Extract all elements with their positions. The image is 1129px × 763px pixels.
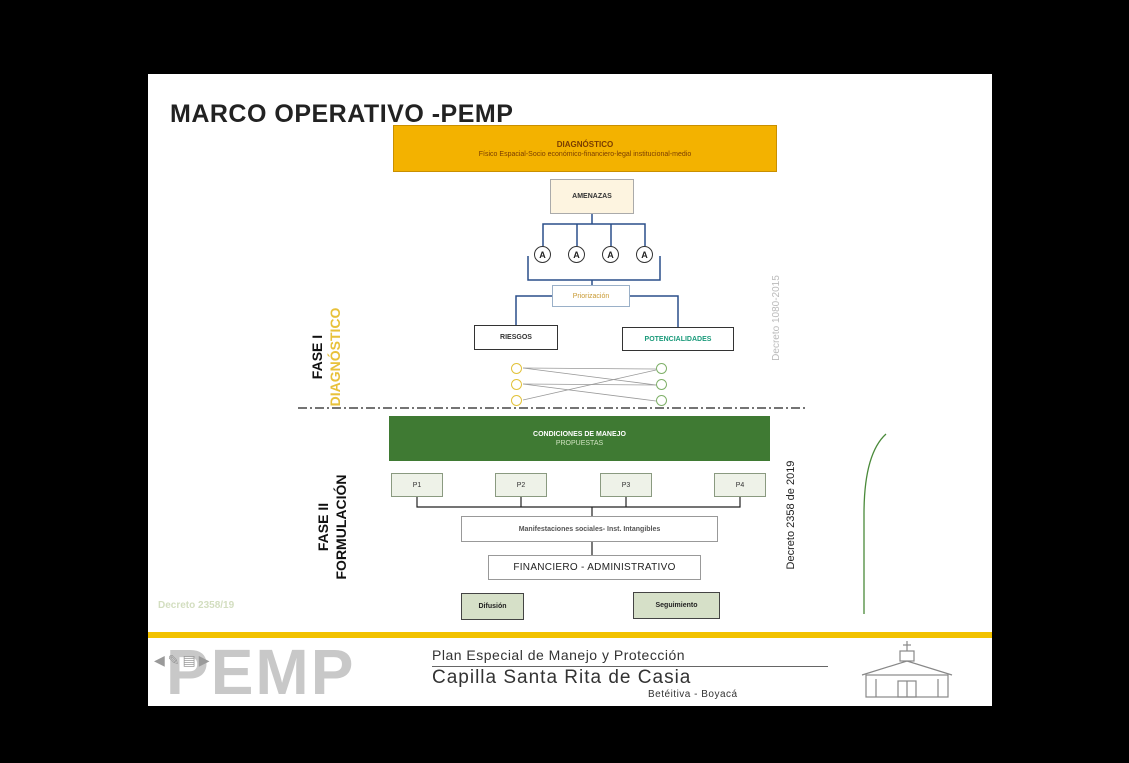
slide-title: MARCO OPERATIVO -PEMP (170, 100, 514, 128)
financiero-box: FINANCIERO - ADMINISTRATIVO (488, 555, 701, 580)
propuesta-p4: P4 (714, 473, 766, 497)
fase-1-label: FASE I DIAGNÓSTICO (308, 297, 348, 417)
menu-icon[interactable]: ▤ (182, 652, 196, 668)
seguimiento-box: Seguimiento (633, 592, 720, 619)
condiciones-title: CONDICIONES DE MANEJO (533, 430, 626, 438)
footer-location-text: Betéitiva - Boyacá (648, 689, 738, 700)
arrow-right-icon[interactable]: ▶ (198, 652, 210, 668)
fase-2-label: FASE II FORMULACIÓN (314, 457, 354, 597)
diagnostico-title: DIAGNÓSTICO (556, 139, 614, 149)
potencialidades-box: POTENCIALIDADES (622, 327, 734, 351)
propuesta-p3: P3 (600, 473, 652, 497)
amenaza-node: A (602, 246, 619, 263)
potencialidad-node (656, 363, 667, 374)
priorizacion-box: Priorización (552, 285, 630, 307)
fase-1-subtitle: DIAGNÓSTICO (327, 307, 343, 407)
decreto-watermark: Decreto 2358/19 (158, 600, 235, 611)
slide-navigation: ◀ ✎ ▤ ▶ (154, 652, 210, 669)
decreto-2358: Decreto 2358 de 2019 (785, 460, 797, 570)
footer-plan-text: Plan Especial de Manejo y Protección (432, 647, 686, 663)
pen-icon[interactable]: ✎ (167, 652, 180, 668)
gold-divider (148, 632, 992, 638)
propuesta-p1: P1 (391, 473, 443, 497)
arrow-left-icon[interactable]: ◀ (154, 652, 165, 668)
diagnostico-subtitle: Físico Espacial-Socio económico-financie… (478, 150, 692, 158)
presentation-slide: MARCO OPERATIVO -PEMP (148, 74, 992, 706)
potencialidad-node (656, 379, 667, 390)
condiciones-subtitle: PROPUESTAS (555, 439, 604, 447)
riesgo-node (511, 363, 522, 374)
footer-divider (432, 666, 828, 667)
fase-2-title: FASE II (315, 502, 331, 552)
diagram-connectors (298, 214, 887, 614)
difusion-box: Difusión (461, 593, 524, 620)
chapel-icon (861, 641, 953, 698)
fase-2-subtitle: FORMULACIÓN (333, 474, 349, 580)
diagnostico-box: DIAGNÓSTICO Físico Espacial-Socio económ… (393, 125, 777, 172)
amenaza-node: A (534, 246, 551, 263)
manifestaciones-box: Manifestaciones sociales- Inst. Intangib… (461, 516, 718, 542)
amenaza-node: A (636, 246, 653, 263)
amenazas-box: AMENAZAS (550, 179, 634, 214)
potencialidad-node (656, 395, 667, 406)
footer-chapel-text: Capilla Santa Rita de Casia (432, 667, 692, 688)
decreto-1080: Decreto 1080-2015 (771, 275, 782, 361)
condiciones-manejo-box: CONDICIONES DE MANEJO PROPUESTAS (389, 416, 770, 461)
riesgo-node (511, 395, 522, 406)
fase-1-title: FASE I (309, 334, 325, 380)
amenaza-node: A (568, 246, 585, 263)
propuesta-p2: P2 (495, 473, 547, 497)
pemp-logo: PEMP (166, 636, 356, 708)
riesgo-node (511, 379, 522, 390)
slide-footer (148, 638, 992, 706)
riesgos-box: RIESGOS (474, 325, 558, 350)
